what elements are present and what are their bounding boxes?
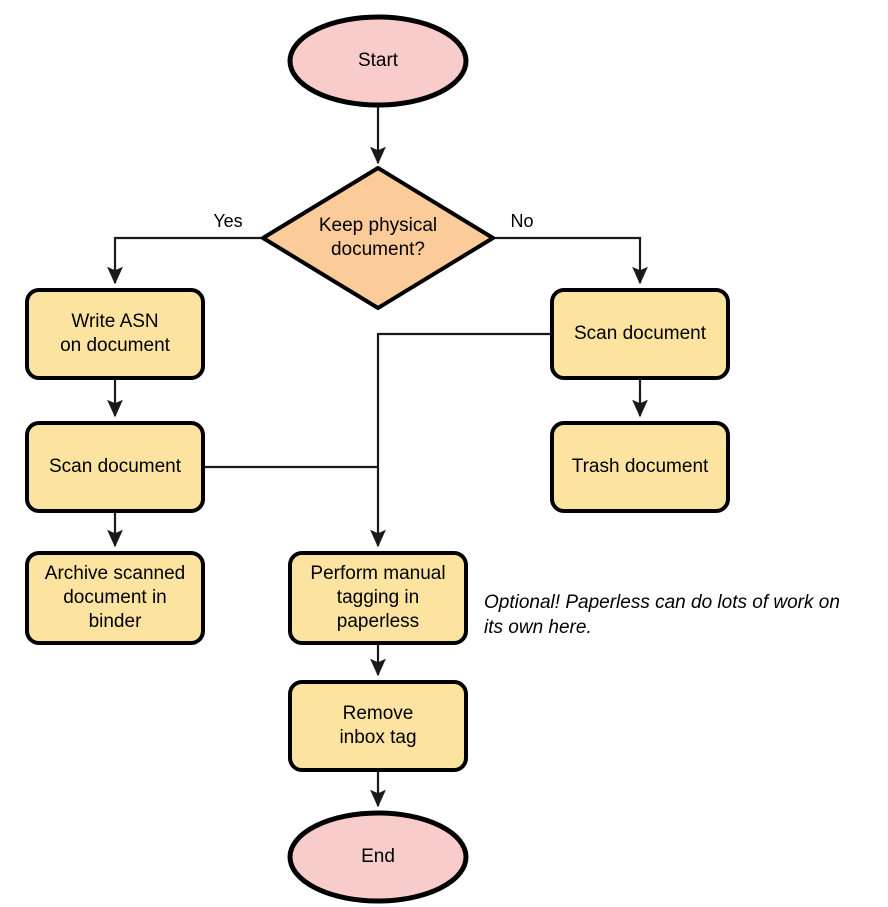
edge-labels-layer: Yes No	[213, 211, 533, 231]
node-start[interactable]: Start	[287, 14, 469, 108]
label-no: No	[510, 211, 533, 231]
node-end[interactable]: End	[287, 810, 469, 904]
annotations-layer: Optional! Paperless can do lots of work …	[484, 592, 840, 638]
edges-layer	[107, 105, 648, 808]
terminal-shape	[287, 810, 469, 904]
node-label-end: End	[361, 846, 395, 867]
terminal-shape	[287, 14, 469, 108]
process-shape	[550, 421, 730, 513]
node-scan-document-left[interactable]: Scan document	[25, 421, 205, 513]
node-scan-document-right[interactable]: Scan document	[550, 288, 730, 380]
node-label-scan-document-left: Scan document	[49, 456, 182, 477]
node-label-start: Start	[358, 50, 399, 71]
edge-decision-no	[493, 236, 648, 285]
node-label-scan-document-right: Scan document	[574, 323, 707, 344]
decision-shape	[261, 166, 495, 310]
node-label-trash-document: Trash document	[572, 456, 709, 477]
node-trash-document[interactable]: Trash document	[550, 421, 730, 513]
process-shape	[288, 680, 468, 772]
edge-decision-yes	[107, 236, 263, 285]
process-shape	[25, 288, 205, 380]
process-shape	[288, 551, 468, 645]
note-optional: Optional! Paperless can do lots of work …	[484, 592, 840, 638]
label-yes: Yes	[213, 211, 242, 231]
edge-scanright-to-tagging	[370, 332, 552, 548]
process-shape	[550, 288, 730, 380]
process-shape	[25, 551, 205, 645]
process-shape	[25, 421, 205, 513]
